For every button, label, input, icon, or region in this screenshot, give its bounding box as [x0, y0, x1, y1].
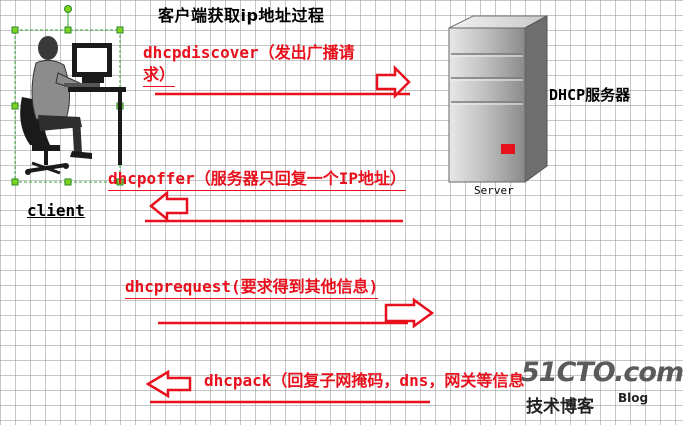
server-label: DHCP服务器: [549, 86, 631, 104]
discover-arrow: [155, 64, 411, 100]
watermark-blog: Blog: [618, 391, 649, 405]
message-offer-label: dhcpoffer（服务器只回复一个IP地址）: [108, 168, 406, 191]
ack-arrow: [145, 369, 430, 404]
server-icon: [448, 15, 548, 183]
message-request-label: dhcprequest(要求得到其他信息): [125, 276, 379, 299]
offer-arrow: [145, 190, 403, 223]
server-caption: Server: [474, 184, 514, 197]
diagram-title: 客户端获取ip地址过程: [158, 6, 325, 25]
message-discover-label: dhcpdiscover（发出广播请 求）: [143, 42, 355, 87]
message-ack-label: dhcpack（回复子网掩码，dns，网关等信息: [204, 371, 525, 390]
request-arrow: [158, 297, 435, 329]
watermark-sub: 技术博客: [526, 397, 594, 417]
client-figure[interactable]: [10, 5, 130, 190]
watermark-site: 51CTO.com: [521, 357, 683, 388]
client-label: client: [27, 201, 85, 220]
